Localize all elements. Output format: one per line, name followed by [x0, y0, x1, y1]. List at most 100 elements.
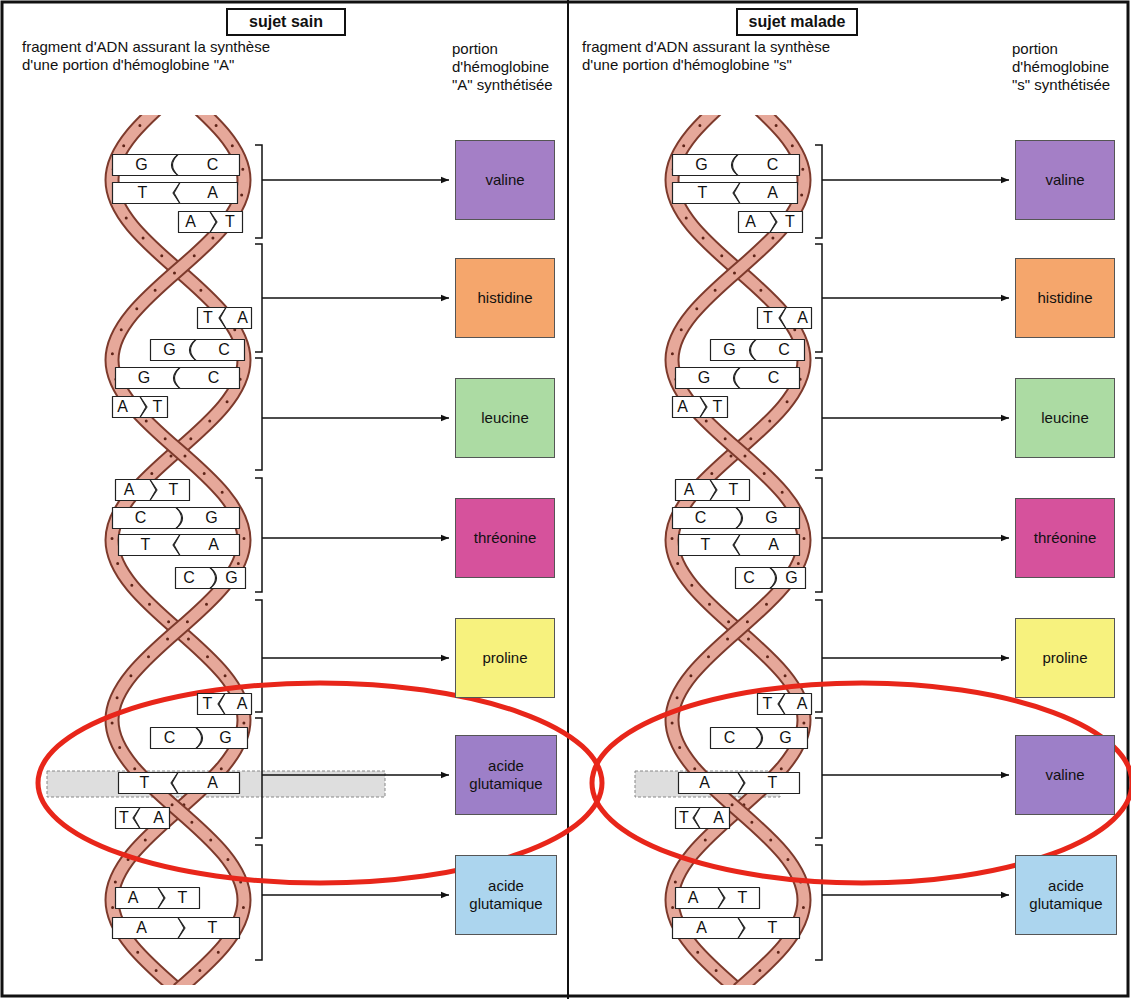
- dna-base: C: [175, 567, 210, 589]
- base-shape-group: [178, 918, 240, 939]
- base-shape: [176, 568, 216, 589]
- base-letter: C: [695, 510, 707, 526]
- dna-base: T: [672, 182, 740, 204]
- base-letter: A: [208, 537, 219, 553]
- dna-base: C: [740, 367, 800, 389]
- arrow: [262, 297, 449, 299]
- dna-base: T: [158, 887, 200, 909]
- base-shape: [174, 183, 238, 204]
- base-shape: [140, 397, 168, 418]
- amino-acid-name: proline: [1042, 649, 1087, 667]
- base-shape-group: [134, 808, 170, 829]
- base-letter: G: [205, 510, 217, 526]
- dna-base: T: [118, 534, 180, 556]
- dna-base: G: [770, 567, 806, 589]
- base-letter: T: [140, 775, 150, 791]
- base-letter: G: [723, 342, 735, 358]
- base-shape-group: [770, 212, 803, 233]
- base-letter: T: [141, 537, 151, 553]
- dna-base: G: [672, 154, 738, 176]
- dna-base: A: [180, 534, 240, 556]
- dna-strand: [112, 115, 244, 985]
- base-shape-group: [751, 340, 805, 361]
- base-shape: [174, 535, 240, 556]
- base-shape-group: [756, 728, 808, 749]
- base-shape-group: [736, 508, 800, 529]
- amino-acid-name: acide glutamique: [460, 757, 552, 793]
- amino-acid-box: thréonine: [455, 498, 555, 578]
- dna-base: T: [112, 182, 180, 204]
- base-letter: T: [203, 310, 213, 326]
- base-shape-group: [694, 808, 730, 829]
- dna-base: T: [140, 396, 168, 418]
- base-shape: [179, 212, 217, 233]
- dna-base: A: [678, 772, 738, 794]
- dna-base: G: [210, 567, 246, 589]
- base-letter: T: [203, 696, 213, 712]
- base-letter: C: [208, 370, 220, 386]
- dna-base: A: [700, 807, 730, 829]
- dna-base: G: [675, 367, 740, 389]
- base-letter: C: [164, 730, 176, 746]
- dna-base: T: [710, 479, 750, 501]
- base-shape-group: [734, 183, 798, 204]
- base-letter: T: [785, 214, 795, 230]
- dna-base: T: [718, 887, 760, 909]
- panel-heading: sujet malade: [736, 8, 858, 36]
- amino-acid-name: valine: [1045, 171, 1084, 189]
- base-letter: C: [183, 570, 195, 586]
- dna-strand: [112, 115, 244, 985]
- dna-base: A: [178, 211, 210, 233]
- arrow: [262, 537, 449, 539]
- base-shape: [718, 888, 760, 909]
- base-shape: [770, 212, 803, 233]
- dna-base: A: [740, 182, 798, 204]
- base-shape: [676, 888, 725, 909]
- base-shape: [113, 918, 185, 939]
- base-letter: A: [713, 810, 724, 826]
- base-letter: A: [797, 696, 808, 712]
- amino-acid-box: histidine: [455, 258, 555, 338]
- base-shape: [711, 340, 757, 361]
- base-shape: [119, 535, 181, 556]
- base-shape: [219, 694, 252, 715]
- amino-acid-name: proline: [482, 649, 527, 667]
- base-shape-group: [158, 888, 200, 909]
- strand-dots: [112, 115, 244, 985]
- helix-group-copy: [672, 90, 1009, 990]
- base-shape: [178, 918, 240, 939]
- base-shape-group: [150, 480, 190, 501]
- arrow: [262, 657, 449, 659]
- base-letter: A: [677, 399, 688, 415]
- dna-base: G: [710, 339, 756, 361]
- amino-acid-name: valine: [1045, 766, 1084, 784]
- base-shape-group: [174, 183, 238, 204]
- base-letter: C: [724, 730, 736, 746]
- base-letter: T: [729, 482, 739, 498]
- base-letter: A: [767, 185, 778, 201]
- dna-base: T: [150, 479, 190, 501]
- base-shape: [673, 508, 742, 529]
- heading-text: sujet malade: [749, 13, 846, 31]
- codon-bracket: [255, 145, 262, 960]
- base-shape: [113, 183, 181, 204]
- base-letter: A: [185, 214, 196, 230]
- amino-acid-name: thréonine: [1034, 529, 1097, 547]
- base-shape: [220, 308, 252, 329]
- base-shape-group: [779, 694, 812, 715]
- base-letter: G: [225, 570, 237, 586]
- base-shape-group: [735, 368, 800, 389]
- base-letter: C: [207, 157, 219, 173]
- base-shape-group: [191, 340, 245, 361]
- dna-base: C: [178, 154, 240, 176]
- dna-strand-edge: [112, 115, 244, 985]
- red-ellipse: [592, 683, 1131, 883]
- base-shape: [673, 183, 741, 204]
- base-letter: C: [768, 370, 780, 386]
- base-letter: C: [778, 342, 790, 358]
- dna-base: T: [738, 772, 800, 794]
- dna-base: C: [756, 339, 805, 361]
- column-heading: portion d'hémoglobine "s" synthétisée: [1012, 40, 1126, 94]
- base-shape: [176, 508, 240, 529]
